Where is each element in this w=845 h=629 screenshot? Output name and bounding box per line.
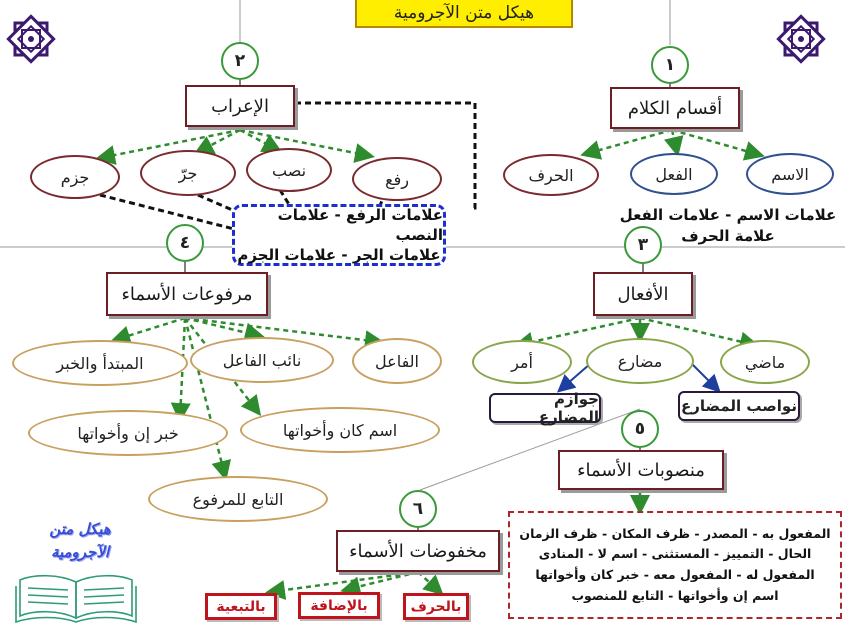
section-number-5: ٥ <box>621 410 659 448</box>
mansubat-line4: اسم إن وأخواتها - التابع للمنصوب <box>571 587 779 603</box>
open-book-icon <box>15 574 137 624</box>
heading-irab: الإعراب <box>185 85 295 127</box>
item-harf: الحرف <box>503 154 599 196</box>
logo-title: هيكل متن الآجرومية <box>20 518 140 563</box>
item-ism: الاسم <box>746 153 834 195</box>
section-number-4: ٤ <box>166 224 204 262</box>
item-naib-fail: نائب الفاعل <box>190 337 334 383</box>
section1-note-line1: علامات الاسم - علامات الفعل <box>619 206 837 224</box>
heading-verbs: الأفعال <box>593 272 693 316</box>
heading-mansubat: منصوبات الأسماء <box>558 450 724 490</box>
section-number-3: ٣ <box>624 226 662 264</box>
item-tabi-marfu: التابع للمرفوع <box>148 476 328 522</box>
item-fil: الفعل <box>630 153 718 195</box>
logo-line2: الآجرومية <box>50 542 110 561</box>
section1-note: علامات الاسم - علامات الفعل علامة الحرف <box>616 205 840 247</box>
item-amr: أمر <box>472 340 572 384</box>
logo-line1: هيكل متن <box>49 520 111 538</box>
item-nasb: نصب <box>246 148 332 192</box>
item-jawazim: جوازم المضارع <box>489 390 601 426</box>
mansubat-line1: المفعول به - المصدر - ظرف المكان - ظرف ا… <box>519 525 831 541</box>
item-mubtada-khabar: المبتدأ والخبر <box>12 340 188 386</box>
section-number-1: ١ <box>651 46 689 84</box>
ornament-left-icon <box>6 14 56 64</box>
irab-signs-line1: علامات الرفع - علامات النصب <box>277 205 443 244</box>
mansubat-line3: المفعول له - المفعول معه - خبر كان وأخوا… <box>535 567 815 582</box>
heading-makhfudat: مخفوضات الأسماء <box>336 530 500 572</box>
item-bil-harf: بالحرف <box>403 593 469 620</box>
heading-parts-of-speech: أقسام الكلام <box>610 87 740 129</box>
ornament-right-icon <box>776 14 826 64</box>
section-number-6: ٦ <box>399 490 437 528</box>
item-fail: الفاعل <box>352 338 442 384</box>
mansubat-line2: الحال - التمييز - المستثنى - اسم لا - ال… <box>538 546 812 562</box>
heading-marfuat: مرفوعات الأسماء <box>106 272 268 316</box>
section-number-2: ٢ <box>221 42 259 80</box>
item-jazm: جزم <box>30 155 120 199</box>
irab-signs-line2: علامات الجر - علامات الجزم <box>237 246 441 265</box>
item-nawasib: نواصب المضارع <box>678 391 800 421</box>
mansubat-list: المفعول به - المصدر - ظرف المكان - ظرف ا… <box>508 511 842 619</box>
section1-note-line2: علامة الحرف <box>681 227 775 245</box>
item-bil-idafa: بالإضافة <box>298 592 380 619</box>
page-title: هيكل متن الآجرومية <box>355 0 573 28</box>
item-khabar-inna: خبر إن وأخواتها <box>28 410 228 456</box>
irab-signs-box: علامات الرفع - علامات النصب علامات الجر … <box>232 204 446 266</box>
item-ism-kana: اسم كان وأخواتها <box>240 407 440 453</box>
item-madi: ماضي <box>720 340 810 384</box>
item-bil-tabiyya: بالتبعية <box>205 593 277 620</box>
item-raf: رفع <box>352 157 442 201</box>
item-jarr: جرّ <box>140 150 236 196</box>
item-mudari: مضارع <box>586 338 694 384</box>
